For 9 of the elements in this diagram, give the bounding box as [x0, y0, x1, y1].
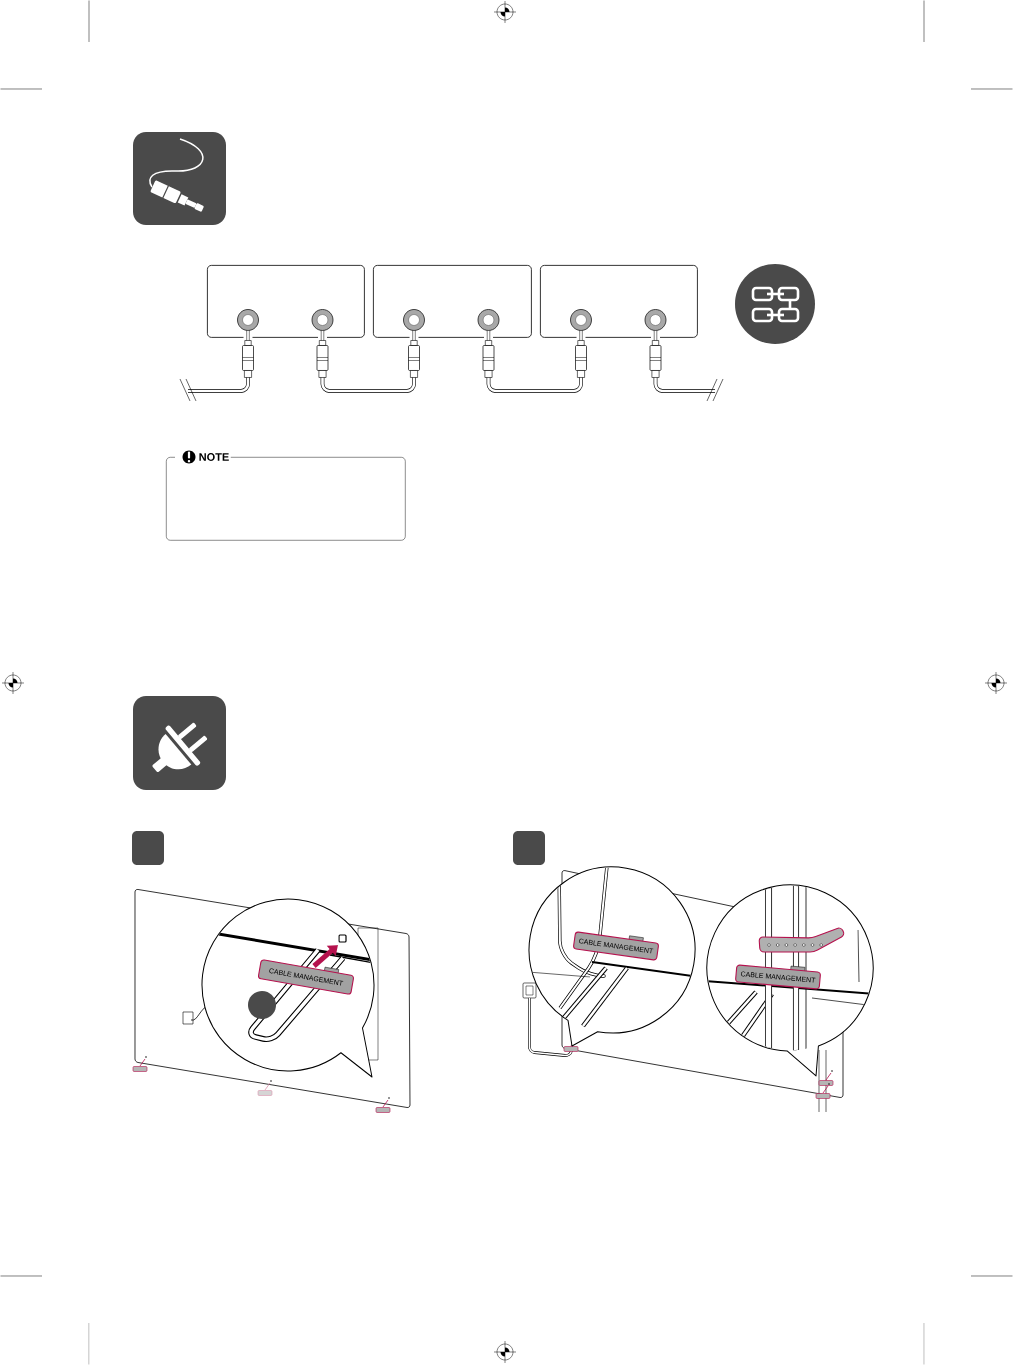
device-box	[207, 265, 365, 338]
jack	[237, 309, 259, 331]
device-box	[373, 265, 532, 338]
jack	[644, 309, 667, 331]
device-box	[540, 265, 698, 338]
jack	[477, 309, 500, 331]
jack	[570, 309, 592, 331]
jack	[403, 309, 425, 331]
jack	[311, 309, 334, 331]
